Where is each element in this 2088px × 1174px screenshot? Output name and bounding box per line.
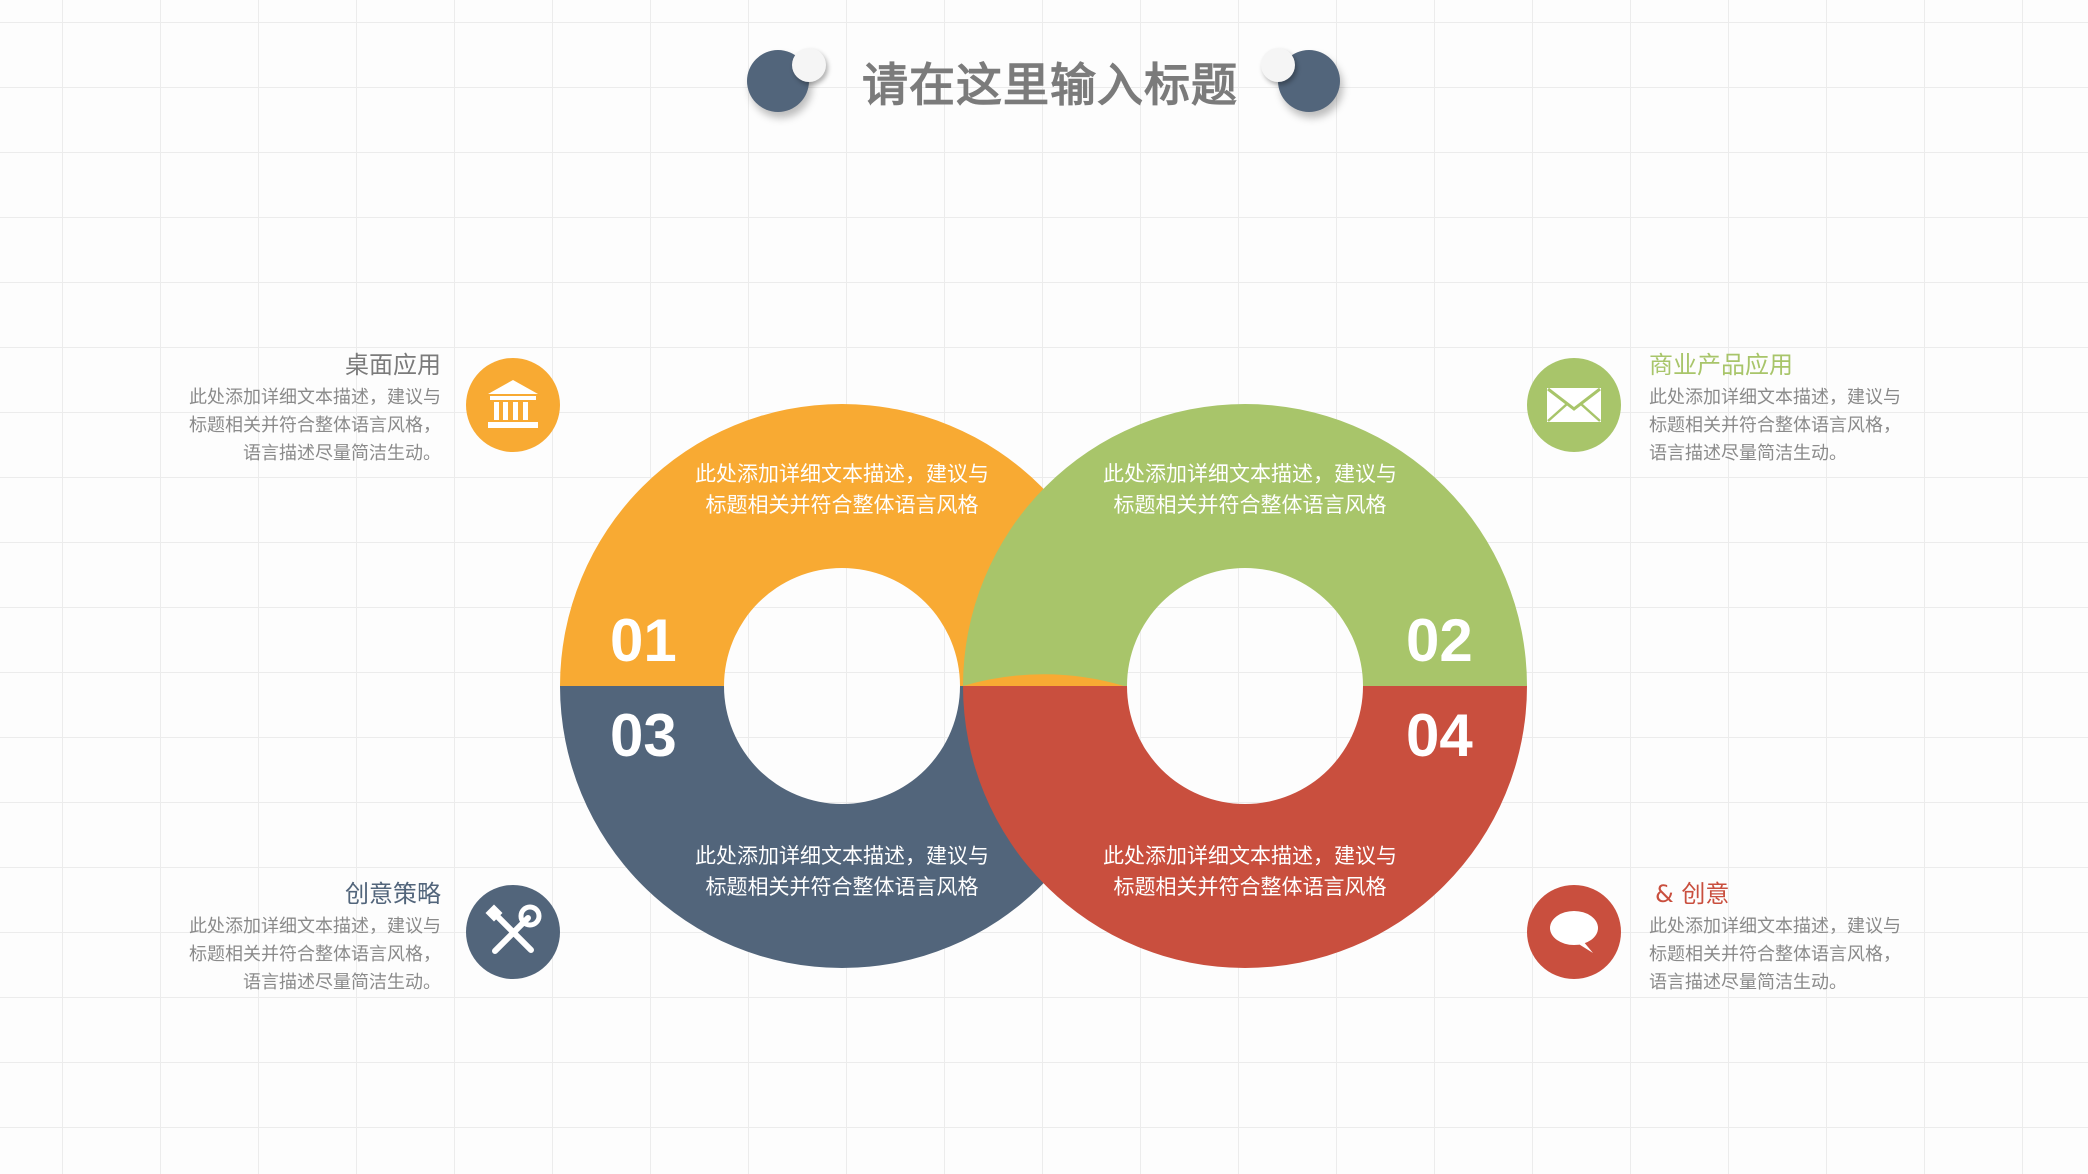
item-01-desc-line-2: 标题相关并符合整体语言风格， [189,415,441,436]
item-02-desc: 此处添加详细文本描述，建议与 标题相关并符合整体语言风格， 语言描述尽量简洁生动… [1649,384,1949,468]
segment-01-number: 01 [610,607,677,674]
item-01-desc: 此处添加详细文本描述，建议与 标题相关并符合整体语言风格， 语言描述尽量简洁生动… [141,384,441,468]
item-04-title: & 创意 [1655,880,1730,908]
item-02-title: 商业产品应用 [1649,351,1793,379]
segment-02-text: 此处添加详细文本描述，建议与标题相关并符合整体语言风格 [1103,462,1397,517]
item-03-icon-circle [466,885,560,979]
segment-01-overlap [963,674,1124,686]
item-04-desc-line-1: 此处添加详细文本描述，建议与 [1649,916,1901,937]
title-deco-right-light [1261,48,1295,82]
title-deco-left-light [792,48,826,82]
item-01-desc-line-1: 此处添加详细文本描述，建议与 [189,387,441,408]
segment-01-text: 此处添加详细文本描述，建议与标题相关并符合整体语言风格 [695,462,989,517]
item-04-icon-circle [1527,885,1621,979]
segment-04-number: 04 [1406,702,1473,769]
tools-icon [485,904,542,954]
page-title: 请在这里输入标题 [862,58,1238,112]
item-03-desc-line-3: 语言描述尽量简洁生动。 [243,972,441,993]
segment-03-number: 03 [610,702,677,769]
item-03-desc-line-2: 标题相关并符合整体语言风格， [189,944,441,965]
item-02-icon-circle [1527,358,1621,452]
item-04-desc: 此处添加详细文本描述，建议与 标题相关并符合整体语言风格， 语言描述尽量简洁生动… [1649,913,1949,997]
segment-02-number: 02 [1406,607,1473,674]
item-02-desc-line-2: 标题相关并符合整体语言风格， [1649,415,1901,436]
item-03-desc-line-1: 此处添加详细文本描述，建议与 [189,916,441,937]
item-03-desc: 此处添加详细文本描述，建议与 标题相关并符合整体语言风格， 语言描述尽量简洁生动… [141,913,441,997]
item-02-desc-line-1: 此处添加详细文本描述，建议与 [1649,387,1901,408]
item-03-title: 创意策略 [345,880,441,908]
bank-icon [488,380,538,428]
item-01-title: 桌面应用 [345,351,441,379]
item-01-icon-circle [466,358,560,452]
item-04-desc-line-2: 标题相关并符合整体语言风格， [1649,944,1901,965]
item-04-desc-line-3: 语言描述尽量简洁生动。 [1649,972,1847,993]
speech-bubble-icon [1550,911,1598,953]
item-02-desc-line-3: 语言描述尽量简洁生动。 [1649,443,1847,464]
segment-04-text: 此处添加详细文本描述，建议与标题相关并符合整体语言风格 [1103,844,1397,899]
segment-03-text: 此处添加详细文本描述，建议与标题相关并符合整体语言风格 [695,844,989,899]
envelope-icon [1547,387,1601,422]
item-01-desc-line-3: 语言描述尽量简洁生动。 [243,443,441,464]
